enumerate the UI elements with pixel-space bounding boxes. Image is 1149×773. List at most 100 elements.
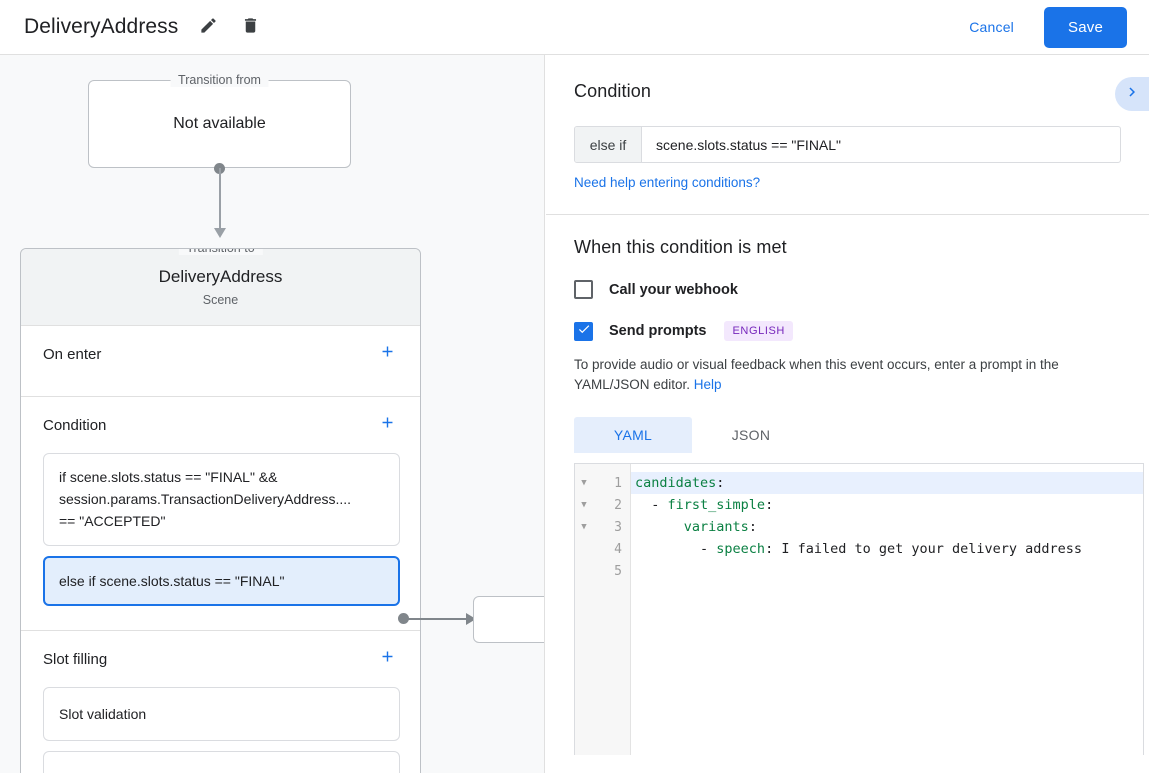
plus-icon (379, 414, 396, 436)
code-token: : (716, 475, 725, 491)
prompts-help-link[interactable]: Help (693, 377, 722, 392)
checkmark-icon (577, 322, 591, 341)
transition-from-node[interactable]: Transition from Not available (88, 73, 351, 168)
code-token: speech (716, 541, 766, 557)
slot-card-line: TransactionDeliveryAddress (59, 767, 384, 773)
send-prompts-label: Send prompts (609, 323, 707, 339)
section-header-on-enter: On enter (21, 326, 420, 382)
code-token: : (748, 519, 757, 535)
condition-card-selected[interactable]: else if scene.slots.status == "FINAL" (43, 556, 400, 606)
fold-triangle-icon[interactable]: ▼ (581, 477, 587, 488)
fold-triangle-icon[interactable]: ▼ (581, 499, 587, 510)
code-token: - (635, 497, 668, 513)
slot-card-line: Slot validation (59, 706, 147, 722)
editor-gutter-row: ▼2 (575, 494, 630, 516)
section-title-condition: Condition (43, 416, 107, 434)
condition-card-line: session.params.TransactionDeliveryAddres… (59, 491, 352, 507)
condition-card[interactable]: if scene.slots.status == "FINAL" && sess… (43, 453, 400, 546)
delete-button[interactable] (234, 11, 266, 43)
plus-icon (379, 343, 396, 365)
condition-card-line: else if scene.slots.status == "FINAL" (59, 573, 285, 589)
editor-format-tabs: YAML JSON (574, 417, 1121, 453)
editor-line-number: 5 (614, 563, 622, 579)
call-webhook-label: Call your webhook (609, 281, 738, 298)
section-on-enter: On enter (21, 326, 420, 397)
condition-section: Condition else if Need help entering con… (546, 55, 1149, 215)
editor-line-number: 1 (614, 475, 622, 491)
chevron-right-icon (1123, 83, 1141, 106)
editor-code-line[interactable]: - first_simple: (631, 494, 1143, 516)
section-title-on-enter: On enter (43, 345, 102, 363)
condition-prefix-label: else if (575, 127, 642, 162)
top-app-bar: DeliveryAddress Cancel Save (0, 0, 1149, 55)
connector-line (219, 168, 221, 230)
when-met-heading: When this condition is met (574, 237, 787, 257)
send-prompts-row[interactable]: Send prompts ENGLISH (574, 321, 1121, 341)
editor-code-line[interactable] (631, 560, 1143, 582)
editor-gutter-row: 5 (575, 560, 630, 582)
graph-panel: Transition from Not available Transition… (0, 55, 545, 773)
code-token: I failed to get your delivery address (781, 541, 1083, 557)
edge-line (404, 618, 472, 620)
scene-header: DeliveryAddress Scene (21, 249, 420, 326)
condition-input-row: else if (574, 126, 1121, 163)
scene-subtitle: Scene (202, 293, 239, 307)
expand-panel-button[interactable] (1115, 77, 1149, 111)
editor-line-number: 4 (614, 541, 622, 557)
section-title-slot-filling: Slot filling (43, 650, 108, 668)
editor-code-line[interactable]: candidates: (631, 472, 1143, 494)
details-panel: Condition else if Need help entering con… (546, 55, 1149, 773)
section-condition: Condition if scene.slots.status == "FINA… (21, 397, 420, 631)
transition-to-legend: Transition to (178, 249, 263, 255)
transition-to-node: Transition to DeliveryAddress Scene On e… (20, 248, 421, 773)
editor-code-line[interactable]: variants: (631, 516, 1143, 538)
cancel-button[interactable]: Cancel (955, 10, 1028, 44)
language-chip: ENGLISH (724, 321, 793, 341)
add-on-enter-button[interactable] (374, 341, 400, 367)
page-title: DeliveryAddress (24, 15, 179, 38)
edit-name-button[interactable] (192, 11, 224, 43)
condition-heading: Condition (574, 81, 651, 101)
edge-target-node[interactable] (473, 596, 544, 643)
slot-card[interactable]: TransactionDeliveryAddress (43, 751, 400, 773)
code-token: variants (683, 519, 749, 535)
save-button[interactable]: Save (1044, 6, 1127, 48)
condition-card-line: if scene.slots.status == "FINAL" && (59, 469, 278, 485)
tab-yaml[interactable]: YAML (574, 417, 692, 453)
editor-gutter-row: 4 (575, 538, 630, 560)
section-slot-filling: Slot filling Slot validation Transaction… (21, 631, 420, 773)
transition-from-title: Not available (173, 115, 266, 132)
editor-gutter-row: ▼3 (575, 516, 630, 538)
send-prompts-checkbox[interactable] (574, 321, 593, 341)
fold-triangle-icon[interactable]: ▼ (581, 521, 587, 532)
prompts-helper-text: To provide audio or visual feedback when… (574, 355, 1121, 395)
tab-json[interactable]: JSON (731, 427, 771, 443)
add-condition-button[interactable] (374, 412, 400, 438)
add-slot-filling-button[interactable] (374, 646, 400, 672)
code-token: candidates (635, 475, 717, 491)
scene-name: DeliveryAddress (158, 267, 283, 286)
code-token: : (765, 497, 774, 513)
condition-expression-input[interactable] (642, 127, 1120, 162)
code-token: : (765, 541, 782, 557)
transition-from-legend: Transition from (170, 73, 269, 87)
pencil-icon (199, 16, 218, 38)
when-condition-met-section: When this condition is met Call your web… (546, 215, 1149, 755)
condition-help-link[interactable]: Need help entering conditions? (574, 175, 761, 190)
editor-line-number: 3 (614, 519, 622, 535)
prompts-helper-text-body: To provide audio or visual feedback when… (574, 357, 1059, 392)
editor-code-area[interactable]: candidates: - first_simple: variants: - … (631, 464, 1143, 755)
webhook-checkbox-row[interactable]: Call your webhook (574, 280, 1121, 299)
section-header-slot-filling: Slot filling (21, 631, 420, 687)
editor-code-line[interactable]: - speech: I failed to get your delivery … (631, 538, 1143, 560)
edge-source-dot (398, 613, 409, 624)
call-webhook-checkbox[interactable] (574, 280, 593, 299)
editor-line-number: 2 (614, 497, 622, 513)
condition-card-line: == "ACCEPTED" (59, 513, 166, 529)
slot-validation-card[interactable]: Slot validation (43, 687, 400, 741)
code-token: - (635, 541, 717, 557)
trash-icon (241, 16, 260, 38)
code-token: first_simple (667, 497, 766, 513)
